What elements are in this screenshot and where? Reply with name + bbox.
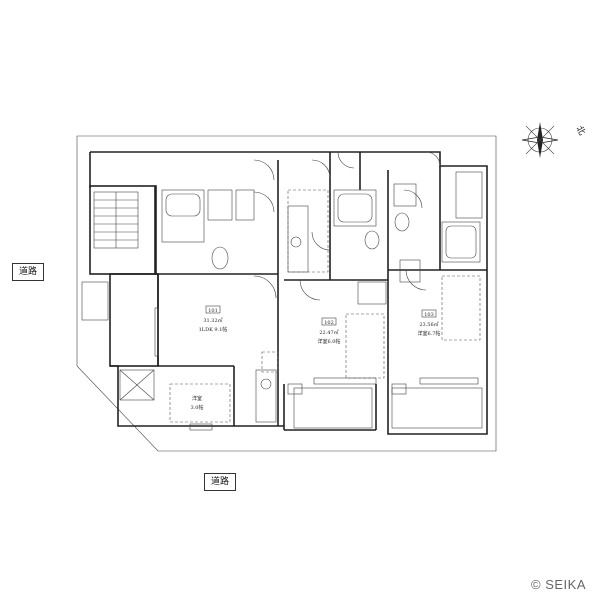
- unit-103-area: 23.56㎡: [419, 321, 438, 328]
- balconies: [293, 387, 483, 429]
- door-swings: [253, 151, 441, 301]
- extra-room-size: 3.0帖: [191, 404, 204, 411]
- compass-icon: [521, 122, 559, 158]
- unit-101-fixtures: [119, 189, 279, 431]
- unit-102-label: 102 22.47㎡ 洋室6.0帖: [318, 317, 341, 345]
- unit-101-layout: 1LDK 9.1帖: [199, 326, 228, 333]
- unit-101-label: 101 31.32㎡ 1LDK 9.1帖: [199, 305, 228, 333]
- unit-102-area: 22.47㎡: [319, 329, 338, 336]
- compass-north-label: 北: [573, 124, 587, 137]
- site-boundary: [76, 135, 497, 452]
- extra-room-name: 洋室: [192, 395, 202, 402]
- unit-102-fixtures: [287, 189, 387, 395]
- unit-103-fixtures: [391, 171, 483, 395]
- unit-102-number: 102: [324, 320, 334, 326]
- unit-103-number: 103: [424, 312, 434, 318]
- road-label-bottom: 道路: [204, 473, 237, 491]
- staircase: [81, 191, 139, 321]
- unit-103-layout: 洋室6.7帖: [418, 330, 441, 337]
- extra-room-label: 洋室 3.0帖: [191, 395, 204, 411]
- road-label-left: 道路: [12, 263, 45, 281]
- watermark: © SEIKA: [531, 577, 586, 592]
- unit-103-label: 103 23.56㎡ 洋室6.7帖: [418, 309, 441, 337]
- building-walls: [89, 151, 488, 435]
- unit-101-number: 101: [208, 308, 218, 314]
- unit-102-layout: 洋室6.0帖: [318, 338, 341, 345]
- unit-101-area: 31.32㎡: [203, 317, 222, 324]
